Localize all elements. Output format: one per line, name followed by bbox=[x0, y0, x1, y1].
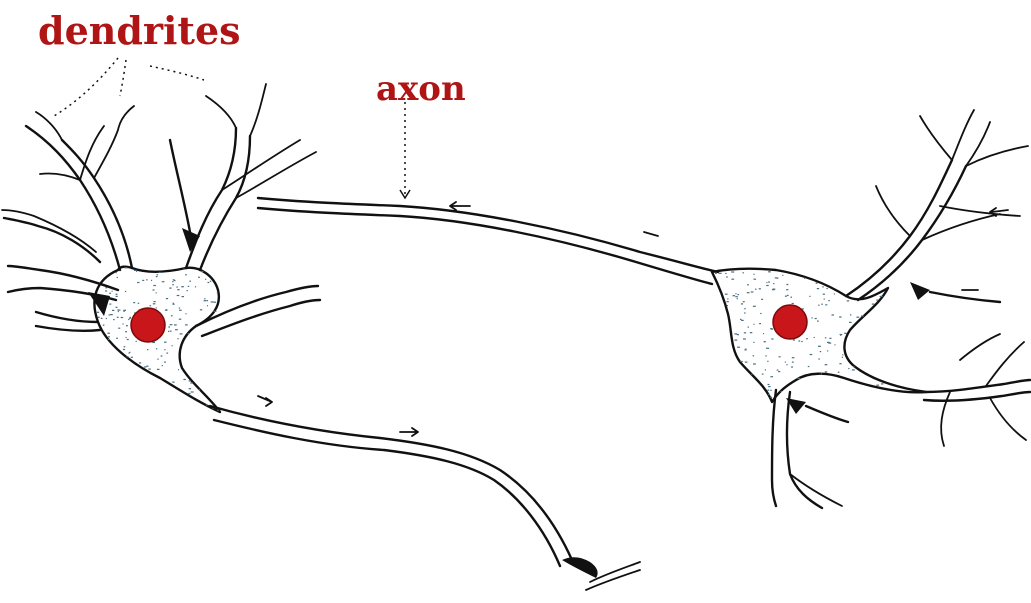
left-axon bbox=[210, 406, 572, 560]
axon-terminal bbox=[562, 557, 598, 578]
right-incoming-fiber-2 bbox=[806, 406, 848, 422]
right-incoming-fiber-1 bbox=[930, 292, 1000, 302]
left-nucleus bbox=[131, 308, 165, 342]
main-axon bbox=[258, 102, 718, 436]
right-dendrites bbox=[772, 110, 1030, 508]
dendrite-pointers bbox=[54, 58, 204, 116]
right-neuron bbox=[712, 110, 1030, 508]
dendrites-label: dendrites bbox=[38, 12, 241, 50]
left-incoming-fiber bbox=[170, 140, 190, 232]
left-neuron bbox=[2, 84, 640, 590]
right-synapse-1 bbox=[910, 282, 930, 300]
right-nucleus bbox=[773, 305, 807, 339]
axon-label: axon bbox=[376, 72, 466, 106]
